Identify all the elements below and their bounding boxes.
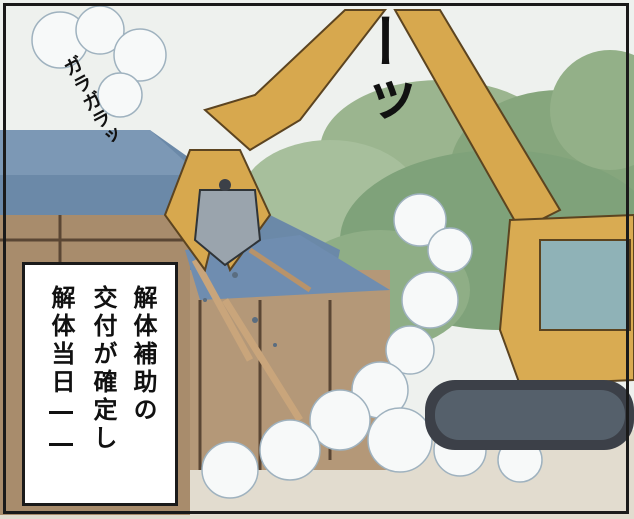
rumble-sound-effect: ーッ <box>347 12 415 128</box>
excavator <box>163 9 634 450</box>
falling-debris <box>191 247 312 422</box>
dust-clouds <box>31 5 543 499</box>
caption-line-1: 解体補助の <box>129 285 157 425</box>
caption-line-2: 交付が確定し <box>89 285 117 453</box>
caption-line-3: 解体当日―― <box>47 285 75 461</box>
narration-caption-box: 解体補助の 交付が確定し 解体当日―― <box>22 262 178 506</box>
